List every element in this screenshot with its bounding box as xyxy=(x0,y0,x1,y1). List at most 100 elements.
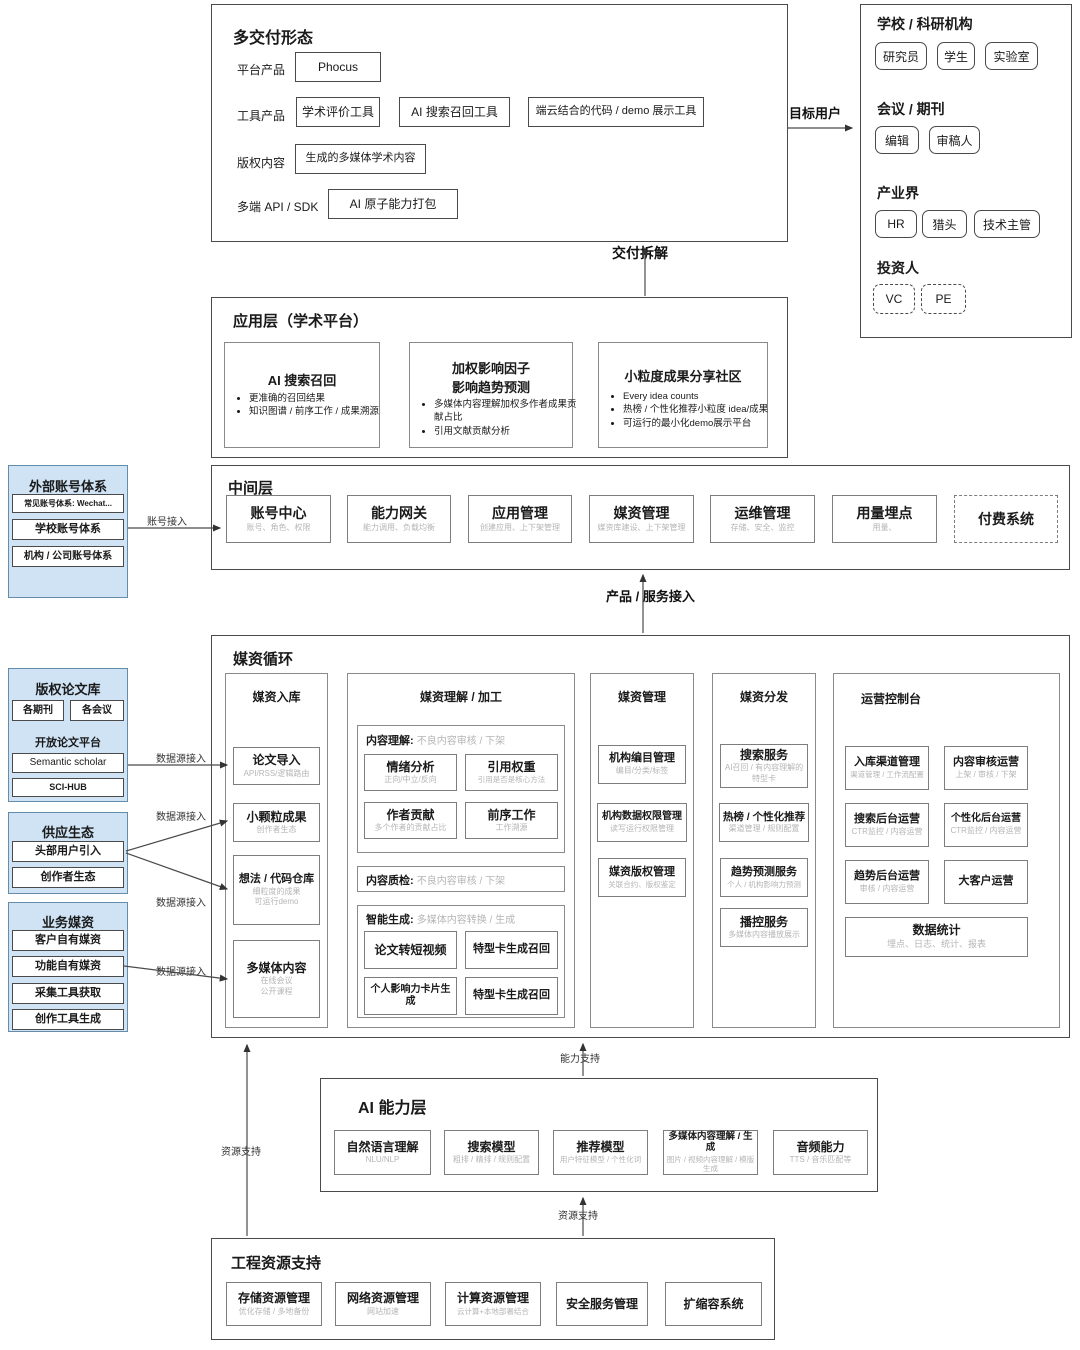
chip-tech-lead: 技术主管 xyxy=(974,210,1040,238)
paper-library-title: 版权论文库 xyxy=(35,682,101,697)
sentiment-analysis-box: 情绪分析正向/中立/反向 xyxy=(364,754,457,791)
hotlist-personalized-box: 热榜 / 个性化推荐渠道管理 / 规则配置 xyxy=(719,803,809,842)
supply-eco-title: 供应生态 xyxy=(41,825,94,840)
small-granule-box: 小颗粒成果创作者生态 xyxy=(233,803,320,842)
multimedia-content-box: 多媒体内容在线会议 公开课程 xyxy=(233,940,320,1018)
resource-support-label-left: 资源支持 xyxy=(221,1147,261,1158)
key-account-ops-box: 大客户运营 xyxy=(944,860,1028,904)
distribution-title: 媒资分发 xyxy=(739,690,788,704)
chip-reviewer: 审稿人 xyxy=(929,126,980,154)
semantic-scholar-box: Semantic scholar xyxy=(12,753,124,773)
media-cycle-title: 媒资循环 xyxy=(233,651,294,668)
trend-prediction-box: 趋势预测服务个人 / 机构影响力预测 xyxy=(720,858,808,897)
app-management-box: 应用管理创建应用、上下架管理 xyxy=(468,495,572,543)
chip-student: 学生 xyxy=(937,42,975,70)
ingest-channel-mgmt-box: 入库渠道管理渠道管理 / 工作流配置 xyxy=(845,746,929,790)
biz-media-title: 业务媒资 xyxy=(41,915,94,930)
usage-tracking-box: 用量埋点用量、 xyxy=(832,495,937,543)
capability-support-label: 能力支持 xyxy=(560,1054,600,1065)
media-copyright-mgmt-box: 媒资版权管理关联合约、版权鉴定 xyxy=(598,858,686,897)
datasource-access-label-2: 数据源接入 xyxy=(156,812,206,823)
content-understanding-header: 内容理解: 不良内容审核 / 下架 xyxy=(366,735,506,747)
paper-to-video-box: 论文转短视频 xyxy=(364,931,457,969)
platform-product-label: 平台产品 xyxy=(237,63,286,77)
org-data-permission-box: 机构数据权限管理读写运行权限管理 xyxy=(597,803,687,842)
datasource-access-label-3: 数据源接入 xyxy=(156,898,206,909)
creator-eco-box: 创作者生态 xyxy=(12,867,124,888)
smart-generation-header: 智能生成: 多媒体内容转换 / 生成 xyxy=(366,914,516,926)
org-company-account-system: 机构 / 公司账号体系 xyxy=(12,546,124,567)
app-card2-title: 加权影响因子 影响趋势预测 xyxy=(451,361,530,395)
target-users-arrow-label: 目标用户 xyxy=(789,106,842,121)
trend-backend-ops-box: 趋势后台运营审核 / 内容运营 xyxy=(845,860,929,904)
recommend-model-box: 推荐模型用户特征模型 / 个性化词 xyxy=(553,1130,648,1175)
tool-product-label: 工具产品 xyxy=(237,109,286,123)
journals-chip: 各期刊 xyxy=(12,700,64,721)
distribution-column xyxy=(712,673,816,1028)
app-card-impact-factor xyxy=(409,342,573,448)
chip-researcher: 研究员 xyxy=(875,42,927,70)
capability-gateway-box: 能力网关能力调用、负载均衡 xyxy=(347,495,451,543)
content-qa-strip xyxy=(357,866,565,892)
product-phocus: Phocus xyxy=(295,52,381,82)
content-qa-header: 内容质检: 不良内容审核 / 下架 xyxy=(366,875,506,887)
citation-weight-box: 引用权重引用是否是核心方法 xyxy=(465,754,558,791)
app-card-community xyxy=(598,342,768,448)
tool-ai-search-recall: AI 搜索召回工具 xyxy=(399,97,510,127)
group-industry-title: 产业界 xyxy=(877,185,919,201)
group-schools-title: 学校 / 科研机构 xyxy=(877,16,973,32)
group-investors-title: 投资人 xyxy=(877,260,919,276)
top-user-intro-box: 头部用户引入 xyxy=(12,841,124,862)
chip-headhunter: 猎头 xyxy=(922,210,967,238)
processing-title: 媒资理解 / 加工 xyxy=(419,690,502,704)
prior-work-box: 前序工作工作溯源 xyxy=(465,802,558,839)
copyright-content-label: 版权内容 xyxy=(237,156,286,170)
ops-console-title: 运营控制台 xyxy=(861,692,922,706)
compute-resource-box: 计算资源管理云计算+本地部署结合 xyxy=(445,1282,541,1326)
mgmt-title: 媒资管理 xyxy=(617,690,666,704)
middle-layer-title: 中间层 xyxy=(228,480,274,497)
feature-own-media-box: 功能自有媒资 xyxy=(12,956,124,977)
external-accounts-title: 外部账号体系 xyxy=(28,479,107,494)
app-card1-title: AI 搜索召回 xyxy=(267,373,337,388)
influence-card-gen-box: 个人影响力卡片生成 xyxy=(364,977,457,1015)
account-center-box: 账号中心账号、角色、权限 xyxy=(226,495,331,543)
ops-maintenance-box: 运维管理存储、安全、监控 xyxy=(710,495,815,543)
special-card-recall-box-1: 特型卡生成召回 xyxy=(465,931,558,969)
multi-api-sdk-label: 多端 API / SDK xyxy=(237,200,319,214)
payment-system-box: 付费系统 xyxy=(954,495,1058,543)
generated-multimedia-content: 生成的多媒体学术内容 xyxy=(295,144,426,174)
ops-console-column xyxy=(833,673,1060,1028)
chip-lab: 实验室 xyxy=(985,42,1038,70)
autoscaling-box: 扩缩容系统 xyxy=(665,1282,762,1326)
data-statistics-box: 数据统计埋点、日志、统计、报表 xyxy=(845,917,1028,957)
idea-code-repo-box: 想法 / 代码仓库细粒度的成果 可运行demo xyxy=(233,855,320,925)
mgmt-column xyxy=(590,673,694,1028)
collect-tool-box: 采集工具获取 xyxy=(12,983,124,1004)
network-resource-box: 网络资源管理网站加速 xyxy=(335,1282,431,1326)
product-service-access-label: 产品 / 服务接入 xyxy=(606,589,695,604)
chip-pe: PE xyxy=(921,284,966,314)
delivery-title: 多交付形态 xyxy=(233,30,314,47)
conferences-chip: 各会议 xyxy=(70,700,124,721)
ai-layer-title: AI 能力层 xyxy=(358,1100,427,1117)
content-review-ops-box: 内容审核运营上架 / 审核 / 下架 xyxy=(944,746,1028,790)
group-conf-journal-title: 会议 / 期刊 xyxy=(877,101,945,117)
school-account-system: 学校账号体系 xyxy=(12,519,124,540)
app-card3-title: 小粒度成果分享社区 xyxy=(624,369,742,384)
delivery-breakdown-label: 交付拆解 xyxy=(612,245,668,261)
tool-cloud-demo: 端云结合的代码 / demo 展示工具 xyxy=(528,97,704,127)
org-catalog-mgmt-box: 机构编目管理编目/分类/标签 xyxy=(598,745,686,784)
chip-hr: HR xyxy=(875,210,917,238)
common-account-system: 常见账号体系: Wechat... xyxy=(12,494,124,513)
chip-editor: 编辑 xyxy=(875,126,919,154)
open-paper-platform-label: 开放论文平台 xyxy=(35,737,101,749)
customer-own-media-box: 客户自有媒资 xyxy=(12,930,124,951)
creation-tool-box: 创作工具生成 xyxy=(12,1009,124,1030)
account-access-label: 账号接入 xyxy=(147,517,187,528)
datasource-access-label-1: 数据源接入 xyxy=(156,754,206,765)
playback-control-box: 播控服务多媒体内容播放展示 xyxy=(720,908,808,947)
